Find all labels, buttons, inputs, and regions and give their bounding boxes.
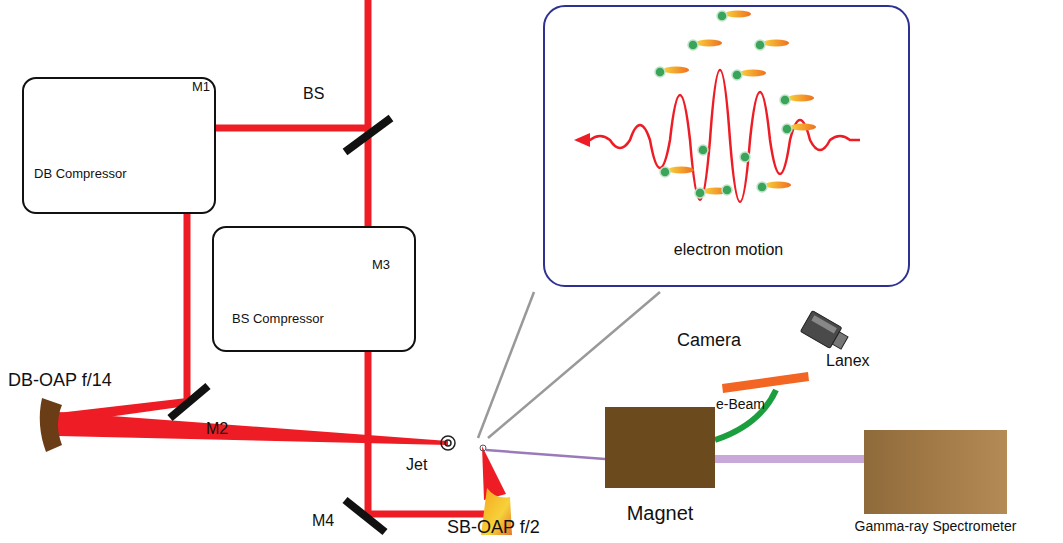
component-label: DB-OAP f/14 — [8, 370, 112, 391]
mirror-label: M3 — [372, 258, 390, 273]
laser-wave — [588, 70, 860, 202]
mirror — [345, 500, 385, 532]
lanex-label: Lanex — [826, 352, 870, 370]
electron-comets — [663, 11, 816, 195]
node-text: DB Compressor — [34, 167, 126, 182]
camera-label: Camera — [677, 330, 741, 351]
wave-arrowhead — [574, 133, 590, 147]
component-label: SB-OAP f/2 — [447, 517, 540, 538]
focused-beam — [482, 446, 506, 500]
mirror-label: M4 — [312, 512, 334, 530]
splitter-label: BS — [303, 85, 324, 103]
focused-beam — [58, 412, 448, 445]
node-text: Magnet — [627, 502, 694, 525]
gamma-beam-connector — [715, 459, 864, 460]
compressor-box: BS Compressor — [212, 226, 416, 352]
mirror — [170, 386, 208, 418]
gamma-beam — [486, 450, 605, 459]
spectrometer-box: Gamma-ray Spectrometer — [864, 430, 1007, 514]
laser-beam — [365, 511, 492, 518]
gas-jet — [441, 436, 455, 450]
node-text: Gamma-ray Spectrometer — [855, 518, 1017, 534]
node-text: electron motion — [674, 241, 783, 259]
mirror-label: M2 — [206, 420, 228, 438]
gas-jet — [445, 440, 451, 446]
inset-box: electron motion — [543, 5, 910, 287]
beam-label: e-Beam — [716, 396, 765, 412]
lanex-screen — [722, 372, 809, 393]
parabolic-mirror — [40, 398, 62, 452]
electron-beam — [715, 390, 776, 440]
jet-label: Jet — [406, 456, 427, 474]
electrons — [655, 11, 792, 198]
camera-icon — [800, 311, 850, 354]
focus-spot — [480, 445, 486, 451]
node-text: BS Compressor — [232, 312, 324, 327]
mirror-label: M1 — [192, 80, 210, 95]
compressor-box: DB Compressor — [22, 77, 216, 214]
zoom-line — [478, 292, 534, 438]
beam-splitter — [345, 118, 391, 152]
magnet-box: Magnet — [605, 407, 715, 488]
